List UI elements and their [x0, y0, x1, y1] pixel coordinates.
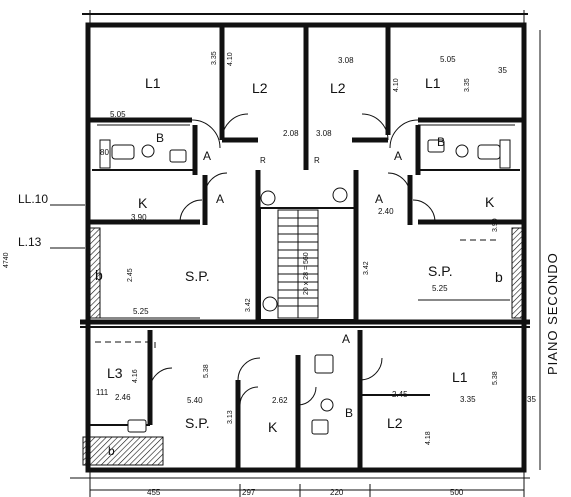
dimension-text: 2.62: [272, 396, 288, 405]
dimension-text: 3.08: [338, 56, 354, 65]
dashed-outlines: [95, 239, 500, 352]
room-label-l2: L2: [330, 80, 346, 96]
door-swings: [149, 113, 436, 406]
dimension-text: 3.42: [363, 261, 370, 275]
dimension-text: 5.38: [492, 371, 499, 385]
dimension-text: 35: [498, 66, 507, 75]
room-label-l1: L1: [425, 75, 441, 91]
dimension-text: 2.40: [378, 207, 394, 216]
room-label-r: R: [314, 156, 320, 165]
room-label-sp: S.P.: [185, 415, 210, 431]
room-label-l1: L1: [452, 369, 468, 385]
room-label-l3: L3: [107, 365, 123, 381]
balconies: [82, 227, 525, 466]
room-labels: L1 L2 L2 L1 B B A A A A K K S.P. S.P. b …: [95, 75, 503, 458]
bottom-dimension-string: 455 297 220 500: [147, 488, 464, 497]
room-label-k: K: [485, 194, 495, 210]
dimension-text: 80: [100, 148, 109, 157]
room-label-sp: S.P.: [185, 268, 210, 284]
room-label-a: A: [375, 192, 383, 206]
room-label-bath: B: [345, 406, 353, 420]
interior-walls: [80, 25, 530, 470]
dimension-text: 3.35: [211, 51, 218, 65]
level-markers: LL.10 L.13 4740: [3, 192, 48, 268]
dimension-text: 3.13: [227, 410, 234, 424]
dimension-text: 5.25: [432, 284, 448, 293]
dimension-text: 3.08: [316, 129, 332, 138]
room-label-k: K: [268, 419, 278, 435]
level-label: L.13: [18, 235, 42, 249]
dimension-text: 297: [242, 488, 256, 497]
room-label-l2: L2: [252, 80, 268, 96]
dimension-text: 3.90: [492, 218, 499, 232]
dimension-text: 220: [330, 488, 344, 497]
dimension-text: 2.45: [127, 268, 134, 282]
room-label-balcony: b: [108, 444, 115, 458]
dimension-text: 4.18: [425, 431, 432, 445]
dimension-text: 5.25: [133, 307, 149, 316]
room-label-sp: S.P.: [428, 263, 453, 279]
dimension-text: 4.10: [393, 78, 400, 92]
dimension-text: 3.35: [460, 395, 476, 404]
dimension-text: 5.05: [110, 110, 126, 119]
dimension-text: 3.35: [464, 78, 471, 92]
room-label-a: A: [203, 149, 211, 163]
dimension-text: 3.90: [131, 213, 147, 222]
room-label-a: A: [394, 149, 402, 163]
room-label-k: K: [138, 195, 148, 211]
bath-fixtures: [99, 139, 511, 435]
dimension-text: 4.10: [227, 52, 234, 66]
dimension-text: 2.45: [392, 390, 408, 399]
room-label-r: R: [260, 156, 266, 165]
room-label-balcony: b: [495, 269, 503, 285]
sheet-title: PIANO SECONDO: [545, 252, 560, 375]
room-label-a: A: [216, 192, 224, 206]
dimension-text: 4.16: [132, 369, 139, 383]
room-label-balcony: b: [95, 267, 103, 283]
stair-treads: [260, 187, 348, 319]
dimension-text: 455: [147, 488, 161, 497]
room-label-a: A: [342, 332, 350, 346]
room-label-bath: B: [437, 135, 445, 149]
dimension-text: 35: [527, 395, 536, 404]
stair-dimension: 20 x 28 = 560: [303, 252, 310, 295]
dimension-text: 111: [96, 388, 109, 397]
dimension-text: 5.40: [187, 396, 203, 405]
room-label-l2: L2: [387, 415, 403, 431]
dimension-text: 2.46: [115, 393, 131, 402]
dimension-labels: 5.05 5.05 3.08 2.08 3.08 3.90 2.40 5.25 …: [96, 51, 536, 445]
dimension-text: 5.38: [203, 364, 210, 378]
dimension-lines: [50, 30, 541, 497]
dimension-text: 3.42: [245, 298, 252, 312]
room-label-l1: L1: [145, 75, 161, 91]
level-label: LL.10: [18, 192, 48, 206]
room-label-bath: B: [156, 131, 164, 145]
dimension-text: 500: [450, 488, 464, 497]
side-code: 4740: [3, 252, 10, 268]
dimension-text: 5.05: [440, 55, 456, 64]
dimension-text: 2.08: [283, 129, 299, 138]
